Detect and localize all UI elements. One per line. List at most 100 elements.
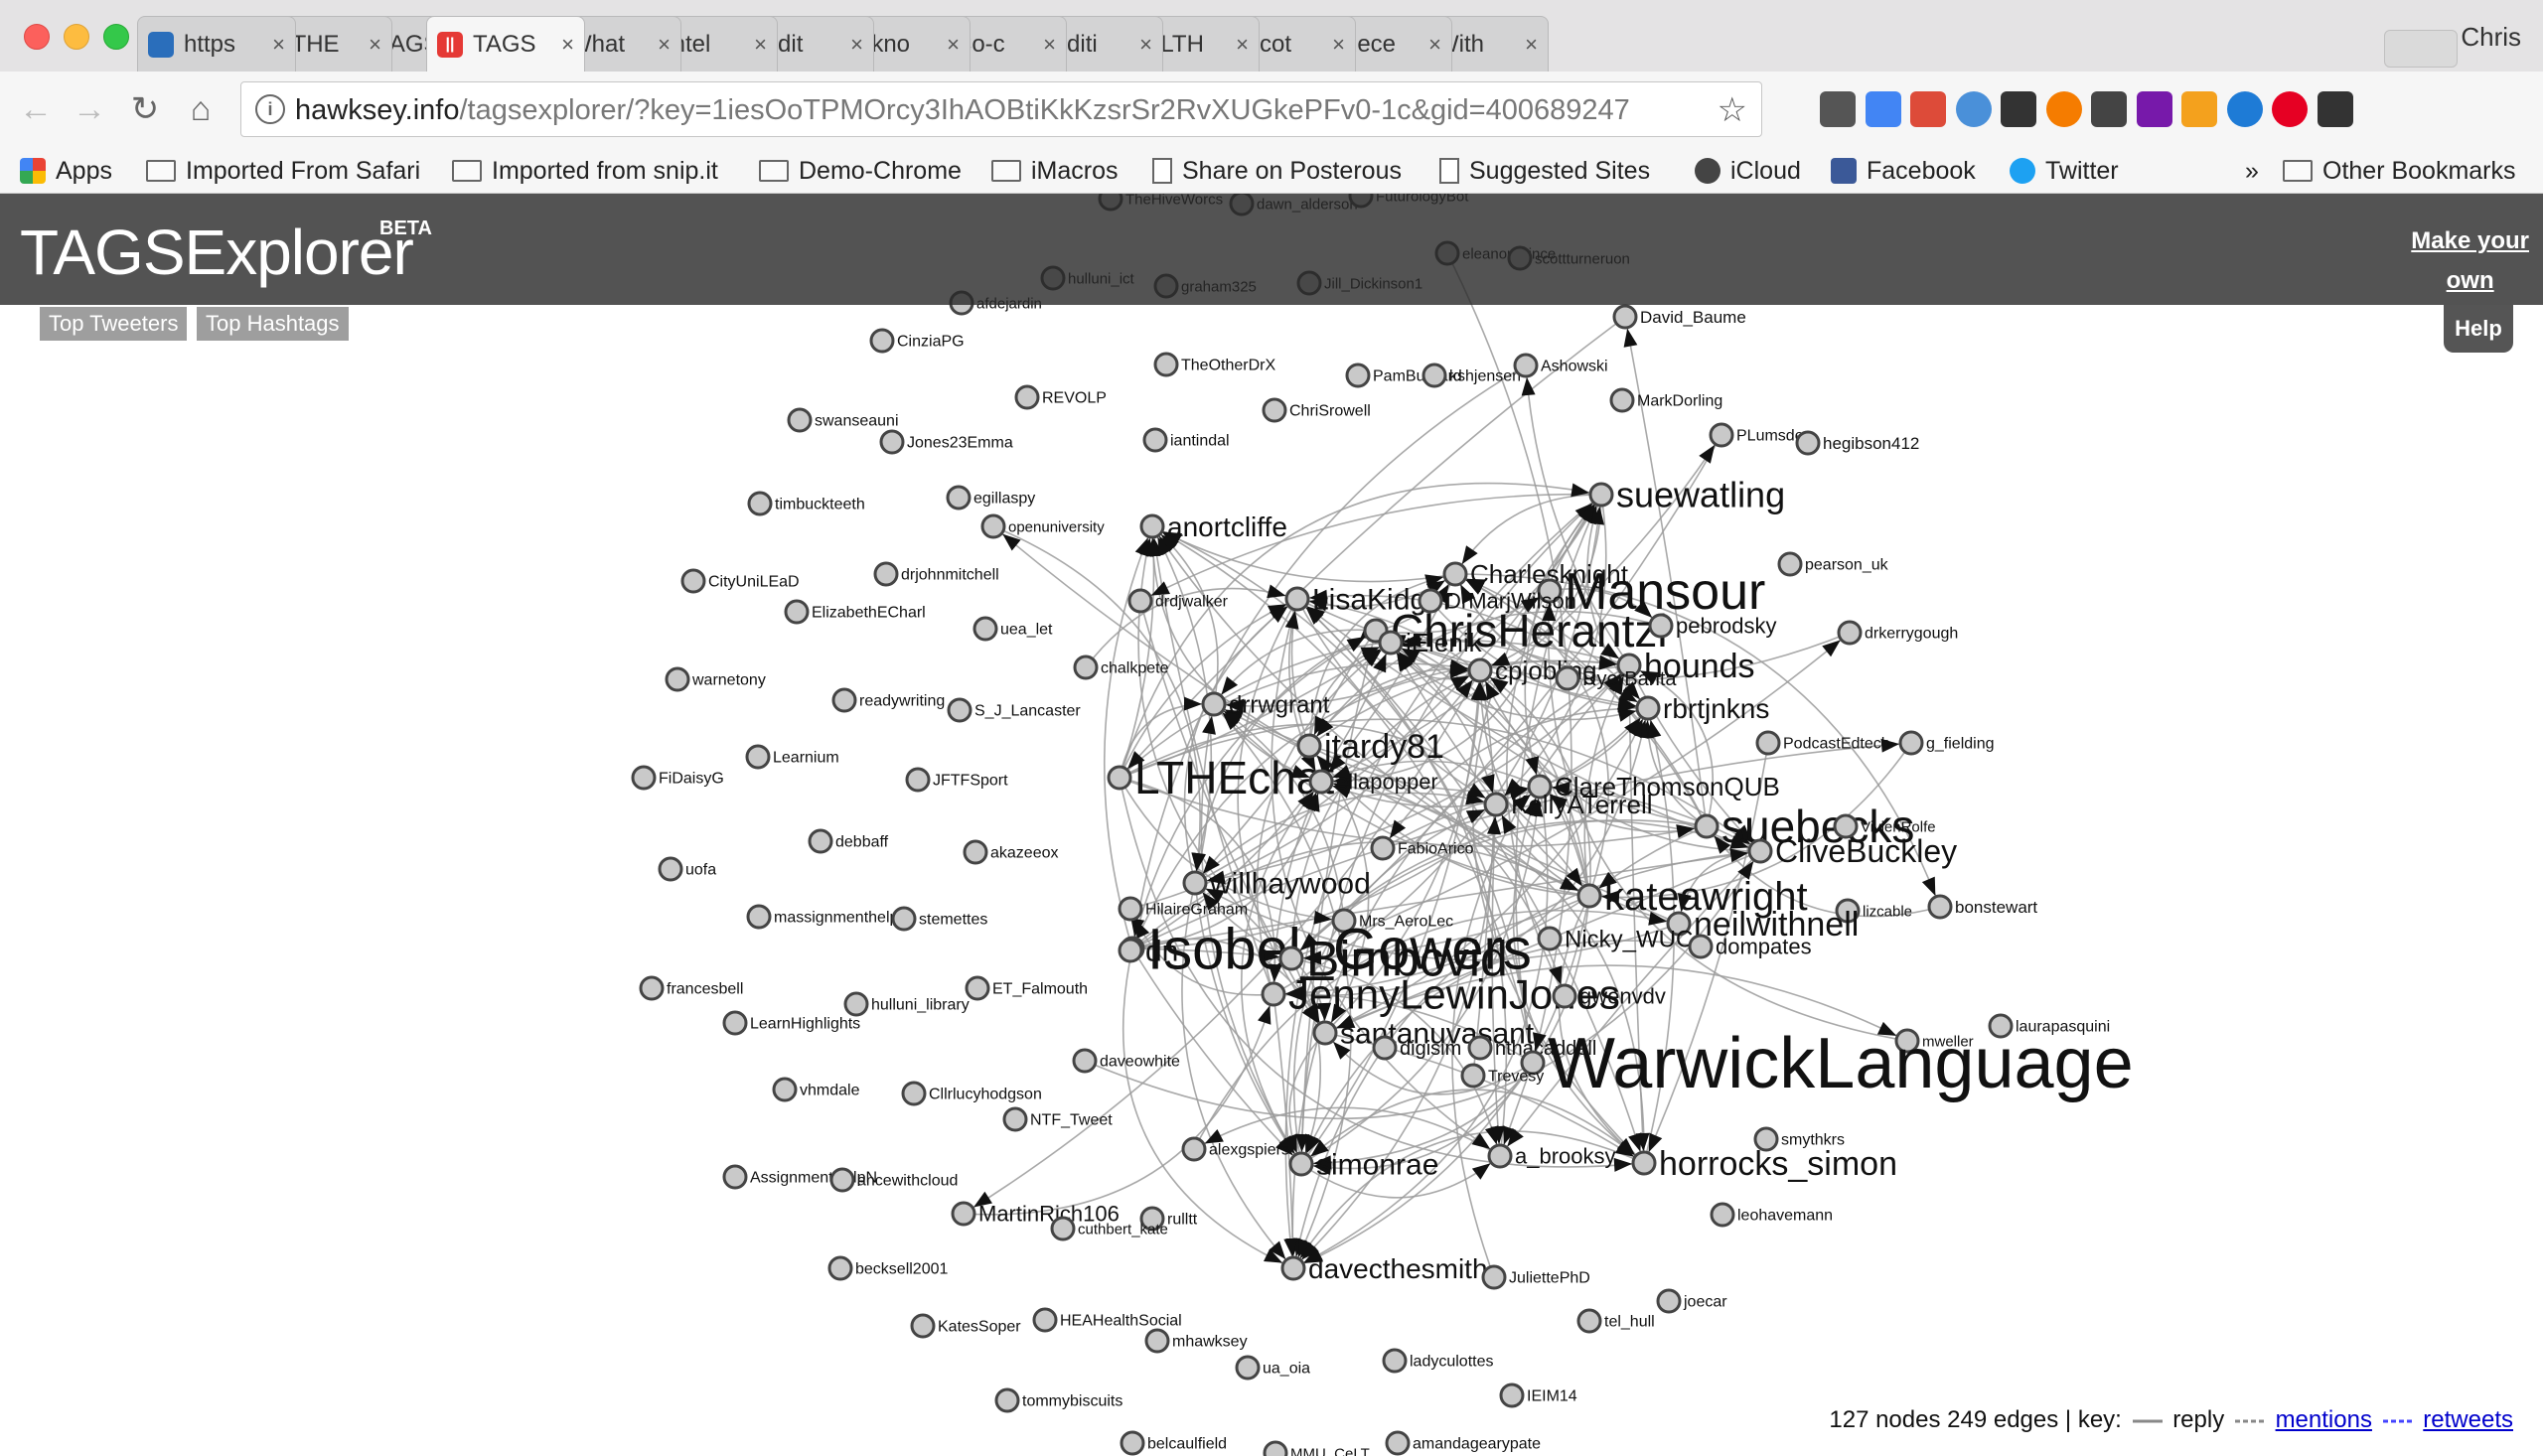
- node-dot[interactable]: [1050, 1216, 1076, 1241]
- node-label[interactable]: cuthbert_kate: [1078, 1221, 1168, 1238]
- node-label[interactable]: lizcable: [1863, 903, 1912, 920]
- graph-node[interactable]: openuniversity: [980, 513, 1105, 539]
- node-dot[interactable]: [1576, 883, 1602, 909]
- node-label[interactable]: JFTFSport: [933, 773, 1008, 790]
- graph-node[interactable]: RyerBanta: [1555, 665, 1677, 691]
- graph-node[interactable]: gwenvdv: [1552, 983, 1666, 1009]
- node-dot[interactable]: [1139, 513, 1165, 539]
- node-dot[interactable]: [787, 407, 813, 433]
- node-label[interactable]: belcaulfield: [1147, 1436, 1227, 1453]
- graph-node[interactable]: NTF_Tweet: [1002, 1106, 1113, 1132]
- node-label[interactable]: mweller: [1922, 1033, 1974, 1050]
- node-label[interactable]: kshjensen: [1449, 368, 1521, 385]
- node-dot[interactable]: [1107, 765, 1132, 791]
- graph-node[interactable]: uofa: [658, 856, 716, 882]
- node-dot[interactable]: [1710, 1202, 1735, 1228]
- browser-tab[interactable]: SIntel×: [619, 16, 778, 72]
- graph-node[interactable]: suewatling: [1588, 475, 1785, 515]
- graph-node[interactable]: egillaspy: [946, 485, 1035, 510]
- node-dot[interactable]: [1555, 665, 1580, 691]
- graph-node[interactable]: tommybiscuits: [994, 1387, 1122, 1413]
- node-dot[interactable]: [1481, 1264, 1507, 1290]
- node-label[interactable]: joecar: [1683, 1294, 1727, 1311]
- bookmark-item[interactable]: Suggested Sites: [1439, 153, 1650, 189]
- node-dot[interactable]: [901, 1081, 927, 1106]
- graph-node[interactable]: ElizabethECharl: [784, 599, 926, 625]
- node-label[interactable]: iantindal: [1170, 433, 1230, 450]
- node-dot[interactable]: [722, 1010, 748, 1036]
- node-label[interactable]: ellapopper: [1336, 770, 1438, 795]
- node-dot[interactable]: [1835, 898, 1861, 924]
- graph-node[interactable]: ChrisHerantzi: [1363, 605, 1668, 656]
- graph-node[interactable]: REVOLP: [1014, 384, 1107, 410]
- node-label[interactable]: Ashowski: [1541, 359, 1608, 375]
- node-dot[interactable]: [1631, 1150, 1657, 1176]
- node-label[interactable]: g_fielding: [1926, 736, 1995, 753]
- node-dot[interactable]: [1894, 1028, 1920, 1054]
- node-dot[interactable]: [965, 975, 990, 1001]
- graph-node[interactable]: pebrodsky: [1648, 613, 1777, 639]
- node-label[interactable]: vhmdale: [800, 1083, 860, 1099]
- node-label[interactable]: amandagearypate: [1413, 1436, 1541, 1453]
- node-dot[interactable]: [1527, 774, 1553, 800]
- node-label[interactable]: davecthesmith: [1308, 1253, 1488, 1284]
- node-label[interactable]: hounds: [1644, 648, 1755, 685]
- node-dot[interactable]: [946, 485, 972, 510]
- browser-tab[interactable]: https×: [137, 16, 296, 72]
- bookmark-item[interactable]: iCloud: [1695, 153, 1801, 189]
- graph-node[interactable]: mweller: [1894, 1028, 1974, 1054]
- node-label[interactable]: mhawksey: [1172, 1334, 1248, 1351]
- tab-close-icon[interactable]: ×: [561, 31, 574, 57]
- node-dot[interactable]: [1262, 397, 1287, 423]
- node-label[interactable]: FabioArico: [1398, 841, 1474, 858]
- node-label[interactable]: Trevesy: [1488, 1069, 1544, 1086]
- node-label[interactable]: drkerrygough: [1865, 626, 1958, 643]
- extension-icon[interactable]: [2045, 91, 2082, 127]
- node-dot[interactable]: [947, 697, 972, 723]
- graph-node[interactable]: dn: [1118, 936, 1178, 968]
- tab-close-icon[interactable]: ×: [1525, 31, 1538, 57]
- graph-node[interactable]: MarkDorling: [1609, 387, 1722, 413]
- node-label[interactable]: pearson_uk: [1805, 557, 1889, 574]
- graph-node[interactable]: simonrae: [1288, 1149, 1438, 1182]
- node-label[interactable]: ChriSrowell: [1289, 403, 1371, 420]
- bookmark-item[interactable]: Share on Posterous: [1152, 153, 1402, 189]
- graph-node[interactable]: Mrs_AeroLec: [1331, 908, 1453, 934]
- node-label[interactable]: openuniversity: [1008, 518, 1105, 535]
- node-dot[interactable]: [1609, 387, 1635, 413]
- graph-node[interactable]: digisim: [1372, 1035, 1461, 1061]
- graph-node[interactable]: Mansour: [1537, 563, 1765, 621]
- node-label[interactable]: kateawright: [1604, 875, 1808, 919]
- node-dot[interactable]: [1382, 1348, 1408, 1374]
- node-label[interactable]: RyerBanta: [1582, 668, 1677, 690]
- node-label[interactable]: Mrs_AeroLec: [1359, 914, 1453, 931]
- graph-node[interactable]: Bimbcvid: [1278, 932, 1508, 987]
- graph-node[interactable]: ellapopper: [1308, 769, 1438, 795]
- graph-node[interactable]: amandagearypate: [1385, 1430, 1541, 1456]
- graph-node[interactable]: IEIM14: [1499, 1383, 1577, 1408]
- node-dot[interactable]: [972, 616, 998, 642]
- node-dot[interactable]: [1753, 1126, 1779, 1152]
- node-label[interactable]: Cllrlucyhodgson: [929, 1087, 1042, 1103]
- graph-node[interactable]: willhaywood: [1182, 868, 1371, 901]
- graph-node[interactable]: JuliettePhD: [1481, 1264, 1590, 1290]
- node-label[interactable]: nthacaddell: [1495, 1038, 1596, 1060]
- node-label[interactable]: warnetony: [691, 672, 766, 689]
- tab-close-icon[interactable]: ×: [947, 31, 960, 57]
- node-label[interactable]: KatesSoper: [938, 1319, 1021, 1336]
- graph-node[interactable]: joecar: [1656, 1288, 1727, 1314]
- node-dot[interactable]: [829, 1167, 855, 1193]
- node-label[interactable]: PLumsden: [1736, 428, 1813, 445]
- graph-node[interactable]: ancewithcloud: [829, 1167, 958, 1193]
- node-label[interactable]: MarkDorling: [1637, 393, 1722, 410]
- node-label[interactable]: anortcliffe: [1167, 511, 1287, 542]
- node-dot[interactable]: [1182, 870, 1208, 896]
- node-label[interactable]: IEIM14: [1527, 1388, 1577, 1405]
- graph-node[interactable]: iElenik: [1378, 628, 1483, 657]
- close-window-button[interactable]: [24, 24, 50, 50]
- zoom-window-button[interactable]: [103, 24, 129, 50]
- node-dot[interactable]: [784, 599, 810, 625]
- node-dot[interactable]: [843, 991, 869, 1017]
- tab-close-icon[interactable]: ×: [1139, 31, 1152, 57]
- node-dot[interactable]: [1118, 938, 1143, 963]
